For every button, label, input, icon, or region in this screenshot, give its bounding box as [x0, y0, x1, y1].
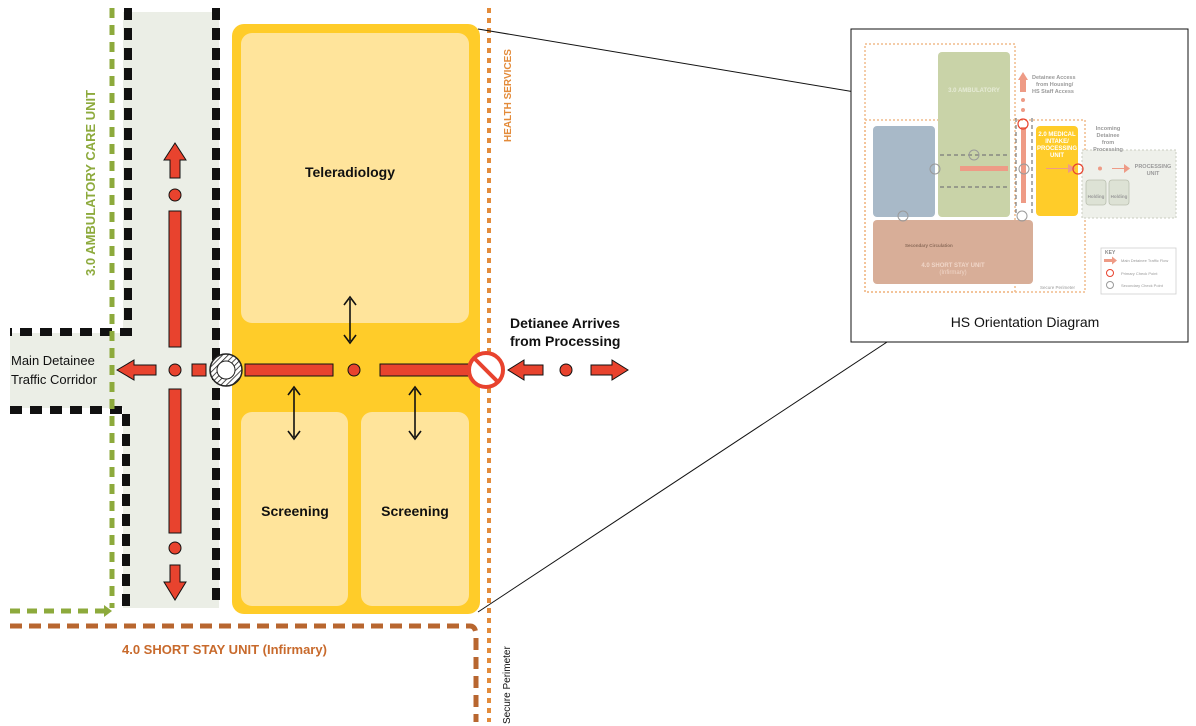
arrow-up-icon [163, 142, 187, 179]
inset-ambulatory-label: 3.0 AMBULATORY [948, 88, 1000, 94]
inset-processing-label-2: UNIT [1147, 171, 1160, 177]
inset-checkpoints [897, 118, 1084, 222]
corridor-horizontal [10, 333, 126, 408]
teleradiology-room [241, 33, 469, 323]
flow-dot [559, 363, 573, 377]
inset-processing-label-1: PROCESSING [1135, 164, 1172, 170]
inset-incoming-label-4: Processing [1093, 147, 1123, 153]
secure-perimeter-label: Secure Perimeter [502, 646, 513, 724]
secondary-checkpoint-icon [968, 149, 980, 161]
arrow-down-icon [163, 564, 187, 601]
hs-orientation-inset: 3.0 AMBULATORY 2.0 MEDICAL INTAKE/ PROCE… [850, 28, 1189, 343]
flow-bar [168, 210, 182, 348]
short-stay-label: 4.0 SHORT STAY UNIT (Infirmary) [122, 642, 327, 657]
inset-intake-unit [1036, 126, 1078, 216]
key-primary-icon [1106, 269, 1114, 277]
arrow-left-icon [116, 359, 157, 381]
inset-key: KEY Main Detainee Traffic Flow Primary C… [1100, 247, 1177, 295]
inset-holding-label-a: Holding [1088, 194, 1105, 199]
inset-holding-a [1085, 179, 1107, 206]
flow-bar [168, 388, 182, 534]
double-arrow-icon [287, 385, 301, 441]
inset-unit-blue [873, 126, 935, 217]
key-traffic-icon [1104, 256, 1117, 265]
access-arrows [287, 295, 422, 441]
corridor-label-line1: Main Detainee [11, 353, 95, 368]
inset-secondary-circulation-label: Secondary Circulation [905, 243, 953, 248]
inset-holding-b [1108, 179, 1130, 206]
inset-perimeter-label: Secure Perimeter [1040, 285, 1076, 290]
inset-short-stay-label-2: (Infirmary) [939, 270, 966, 276]
inset-access-label-3: HS Staff Access [1032, 89, 1074, 95]
arrives-label-line1: Detianee Arrives [510, 315, 620, 331]
inset-access-label-2: from Housing/ [1036, 82, 1074, 88]
inset-incoming-label-1: Incoming [1096, 126, 1120, 132]
teleradiology-label: Teleradiology [305, 164, 395, 180]
inset-traffic-flow [960, 72, 1130, 203]
secondary-checkpoint-icon [1016, 210, 1028, 222]
inset-incoming-label-3: from [1102, 140, 1114, 146]
ambulatory-boundary [10, 8, 115, 614]
short-stay-boundary [10, 623, 479, 722]
arrow-left-icon [507, 359, 544, 381]
arrow-right-icon [590, 359, 629, 381]
inset-short-stay-label-1: 4.0 SHORT STAY UNIT [921, 263, 985, 269]
inset-key-primary: Primary Check Point [1121, 271, 1158, 276]
inset-intake-label-2: INTAKE/ [1045, 139, 1069, 145]
inset-key-secondary: Secondary Check Point [1121, 283, 1164, 288]
inset-intake-label-3: PROCESSING [1037, 146, 1077, 152]
key-secondary-icon [1106, 281, 1114, 289]
inset-short-stay-unit [873, 220, 1033, 284]
inset-caption: HS Orientation Diagram [951, 314, 1100, 330]
primary-checkpoint-icon [467, 351, 505, 389]
secondary-checkpoint-icon [897, 210, 909, 222]
traffic-flow [116, 142, 629, 601]
screening-room-left [241, 412, 348, 606]
inset-intake-label-1: 2.0 MEDICAL [1038, 132, 1076, 138]
inset-key-traffic: Main Detainee Traffic Flow [1121, 258, 1168, 263]
inset-key-title: KEY [1105, 250, 1116, 256]
flow-dot [168, 541, 182, 555]
secondary-checkpoint-icon [1018, 163, 1030, 175]
flow-bar [379, 363, 471, 377]
flow-dot [168, 188, 182, 202]
primary-checkpoint-icon [1072, 163, 1084, 175]
secondary-checkpoint-icon [929, 163, 941, 175]
inset-intake-label-4: UNIT [1050, 153, 1064, 159]
flow-dot [168, 363, 182, 377]
inset-corridor [940, 118, 1033, 216]
screening-label-left: Screening [261, 503, 329, 519]
flow-bar [191, 363, 207, 377]
flow-bar [244, 363, 334, 377]
inset-holding-label-b: Holding [1111, 194, 1128, 199]
inset-ambulatory-unit [938, 52, 1010, 217]
screening-room-right [361, 412, 469, 606]
double-arrow-icon [343, 295, 357, 345]
arrives-label-line2: from Processing [510, 333, 620, 349]
corridor-label-line2: Traffic Corridor [11, 372, 98, 387]
corridor-border [10, 8, 220, 606]
ambulatory-label: 3.0 AMBULATORY CARE UNIT [83, 90, 98, 276]
screening-label-right: Screening [381, 503, 449, 519]
primary-checkpoint-icon [1017, 118, 1029, 130]
flow-dot [347, 363, 361, 377]
inset-access-label-1: Detainee Access [1032, 75, 1076, 81]
ambulatory-arrow-icon [104, 605, 112, 617]
health-services-label: HEALTH SERVICES [503, 49, 514, 142]
double-arrow-icon [408, 385, 422, 441]
secondary-checkpoint-icon [209, 353, 243, 387]
inset-incoming-label-2: Detainee [1097, 133, 1120, 139]
